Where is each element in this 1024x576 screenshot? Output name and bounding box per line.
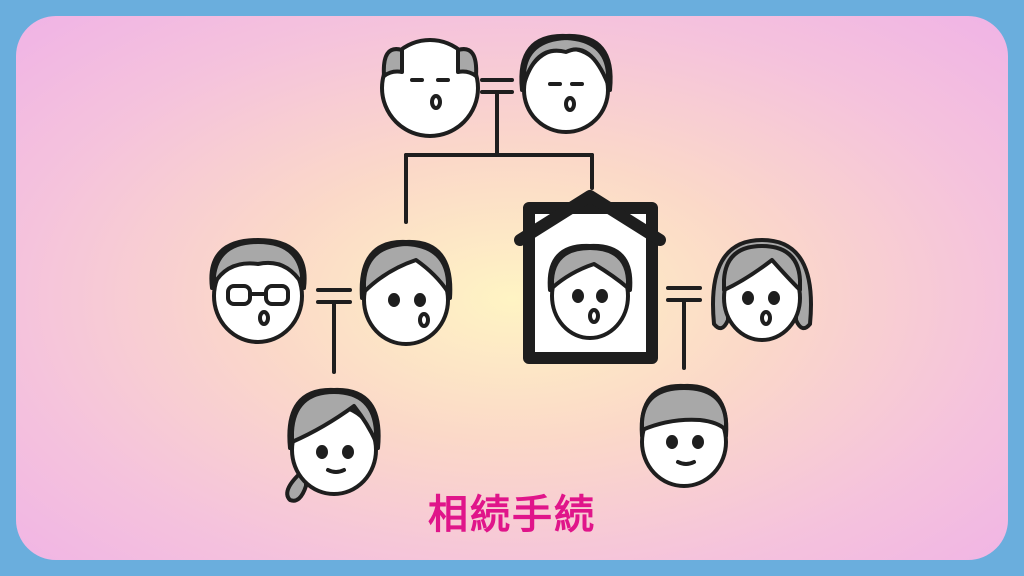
- boy-face-icon: [639, 383, 729, 488]
- family-tree-connectors: [316, 78, 702, 374]
- girl-face-icon: [285, 387, 381, 503]
- page-title: 相続手続: [428, 492, 596, 538]
- elderly-man-face-icon: [380, 38, 480, 138]
- woman-face-icon: [359, 239, 453, 346]
- grandmother-face-icon: [519, 33, 613, 134]
- woman-face-icon: [711, 238, 813, 342]
- man-with-glasses-face-icon: [209, 238, 307, 344]
- background-panel: [16, 16, 1008, 560]
- memorial-portrait-man-face-icon: [547, 243, 633, 340]
